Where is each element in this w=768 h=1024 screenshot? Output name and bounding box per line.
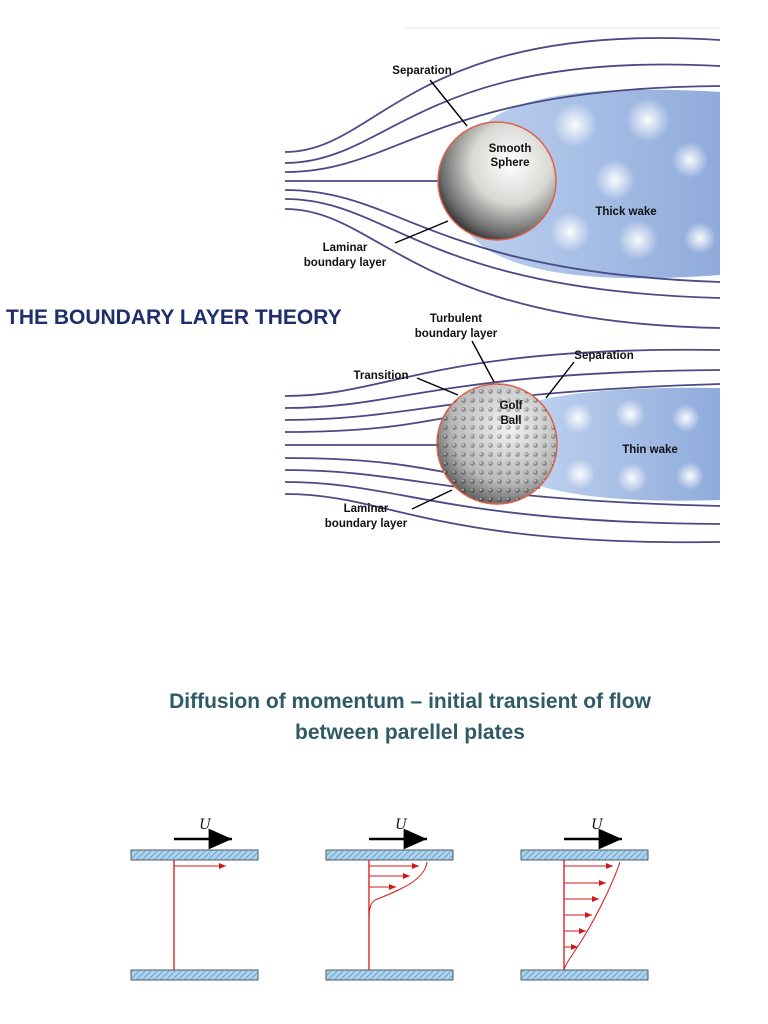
velocity-label-1: U [199, 817, 212, 833]
separation-2-leader [545, 361, 575, 399]
wake-bubbles [550, 98, 716, 260]
laminar-2-leader [411, 489, 453, 510]
separation-leader [429, 79, 468, 127]
plates-panel-2: U [325, 817, 454, 981]
plates-panel-3: U [520, 817, 649, 981]
velocity-label-3: U [591, 817, 604, 833]
profile-curve-3 [563, 861, 621, 971]
streamlines-top [284, 37, 721, 329]
smooth-sphere [437, 121, 557, 241]
thick-wake-label: Thick wake [595, 206, 656, 218]
separation-label: Separation [392, 65, 451, 77]
golf-label-line-1: Golf [500, 400, 523, 412]
velocity-label-2: U [395, 817, 408, 833]
page-title: THE BOUNDARY LAYER THEORY [6, 306, 342, 329]
laminar-2-label-line-1: Laminar [344, 503, 389, 515]
streamlines-bottom [284, 348, 721, 544]
wake-bubbles-2 [563, 399, 704, 493]
golf-label-line-2: Ball [500, 415, 521, 427]
turbulent-leader [471, 340, 495, 383]
transition-leader [416, 377, 459, 396]
smooth-sphere-figure: Separation Smooth Sphere Thick wake Lami… [284, 27, 721, 329]
thin-wake-label: Thin wake [622, 444, 678, 456]
plates-panel-1: U [130, 817, 259, 981]
laminar-2-label-line-2: boundary layer [325, 518, 408, 530]
profile-curve-2 [368, 861, 428, 921]
laminar-label-line-2: boundary layer [304, 257, 387, 269]
transition-label: Transition [354, 370, 409, 382]
golf-ball-figure: Turbulent boundary layer Transition Sepa… [284, 313, 721, 544]
section-heading-line-2: between parellel plates [295, 721, 525, 744]
section-heading-line-1: Diffusion of momentum – initial transien… [169, 690, 651, 713]
turbulent-label-line-2: boundary layer [415, 328, 498, 340]
turbulent-label-line-1: Turbulent [430, 313, 482, 325]
laminar-label-line-1: Laminar [323, 242, 368, 254]
section-heading: Diffusion of momentum – initial transien… [100, 686, 720, 748]
sphere-label-line-1: Smooth [489, 143, 532, 155]
separation-2-label: Separation [574, 350, 633, 362]
sphere-label-line-2: Sphere [491, 157, 530, 169]
laminar-leader [394, 220, 449, 244]
golf-ball-dimples [437, 384, 557, 504]
parallel-plates-figure: U U U [130, 817, 649, 981]
